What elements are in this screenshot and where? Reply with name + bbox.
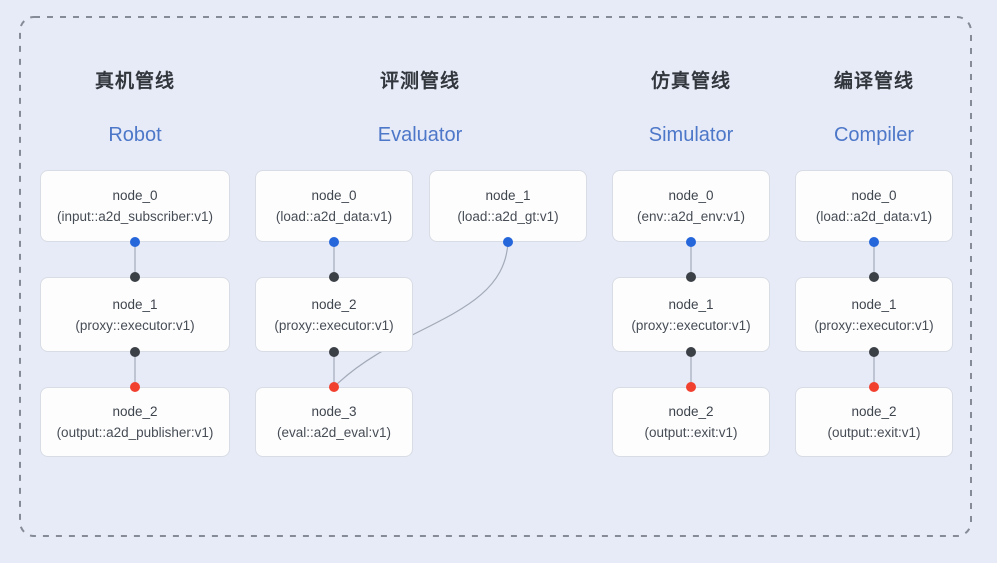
node-card-evaluator-node_3: node_3(eval::a2d_eval:v1) [255, 387, 413, 457]
node-type: (load::a2d_data:v1) [275, 209, 393, 224]
node-name: node_2 [112, 404, 158, 419]
node-card-robot-node_0: node_0(input::a2d_subscriber:v1) [40, 170, 230, 242]
node-name: node_2 [851, 404, 897, 419]
node-name: node_2 [668, 404, 714, 419]
node-type: (eval::a2d_eval:v1) [276, 425, 392, 440]
node-name: node_0 [311, 188, 357, 203]
node-type: (load::a2d_data:v1) [815, 209, 933, 224]
pipeline-title-en-evaluator: Evaluator [377, 124, 463, 146]
node-card-robot-node_1: node_1(proxy::executor:v1) [40, 277, 230, 352]
node-card-simulator-node_0: node_0(env::a2d_env:v1) [612, 170, 770, 242]
edge-evaluator.node_1-to-evaluator.node_3 [333, 241, 509, 388]
node-card-compiler-node_1: node_1(proxy::executor:v1) [795, 277, 953, 352]
node-type: (input::a2d_subscriber:v1) [56, 209, 214, 224]
node-type: (output::a2d_publisher:v1) [56, 425, 214, 440]
node-type: (proxy::executor:v1) [814, 317, 934, 333]
node-type: (proxy::executor:v1) [274, 317, 394, 333]
node-type: (output::exit:v1) [644, 425, 738, 440]
pipeline-title-en-robot: Robot [108, 124, 162, 146]
pipeline-title-zh-evaluator: 评测管线 [379, 71, 461, 92]
node-name: node_1 [668, 296, 714, 312]
node-type: (proxy::executor:v1) [631, 317, 751, 333]
node-name: node_0 [668, 188, 714, 203]
node-card-evaluator-node_0: node_0(load::a2d_data:v1) [255, 170, 413, 242]
node-name: node_1 [485, 188, 531, 203]
node-name: node_1 [112, 296, 158, 312]
pipeline-title-zh-compiler: 编译管线 [833, 71, 915, 92]
node-type: (proxy::executor:v1) [75, 317, 195, 333]
node-card-robot-node_2: node_2(output::a2d_publisher:v1) [40, 387, 230, 457]
node-name: node_3 [311, 404, 357, 419]
node-card-compiler-node_0: node_0(load::a2d_data:v1) [795, 170, 953, 242]
node-card-evaluator-node_1: node_1(load::a2d_gt:v1) [429, 170, 587, 242]
pipeline-title-en-simulator: Simulator [648, 124, 734, 146]
node-card-simulator-node_1: node_1(proxy::executor:v1) [612, 277, 770, 352]
node-name: node_0 [112, 188, 158, 203]
node-card-simulator-node_2: node_2(output::exit:v1) [612, 387, 770, 457]
node-type: (env::a2d_env:v1) [636, 209, 746, 224]
pipeline-title-en-compiler: Compiler [833, 124, 915, 146]
node-type: (output::exit:v1) [827, 425, 921, 440]
node-type: (load::a2d_gt:v1) [457, 209, 559, 224]
node-name: node_0 [851, 188, 897, 203]
pipeline-title-zh-robot: 真机管线 [94, 71, 176, 92]
node-name: node_1 [851, 296, 897, 312]
pipeline-title-zh-simulator: 仿真管线 [650, 71, 732, 92]
node-card-compiler-node_2: node_2(output::exit:v1) [795, 387, 953, 457]
node-name: node_2 [311, 296, 357, 312]
